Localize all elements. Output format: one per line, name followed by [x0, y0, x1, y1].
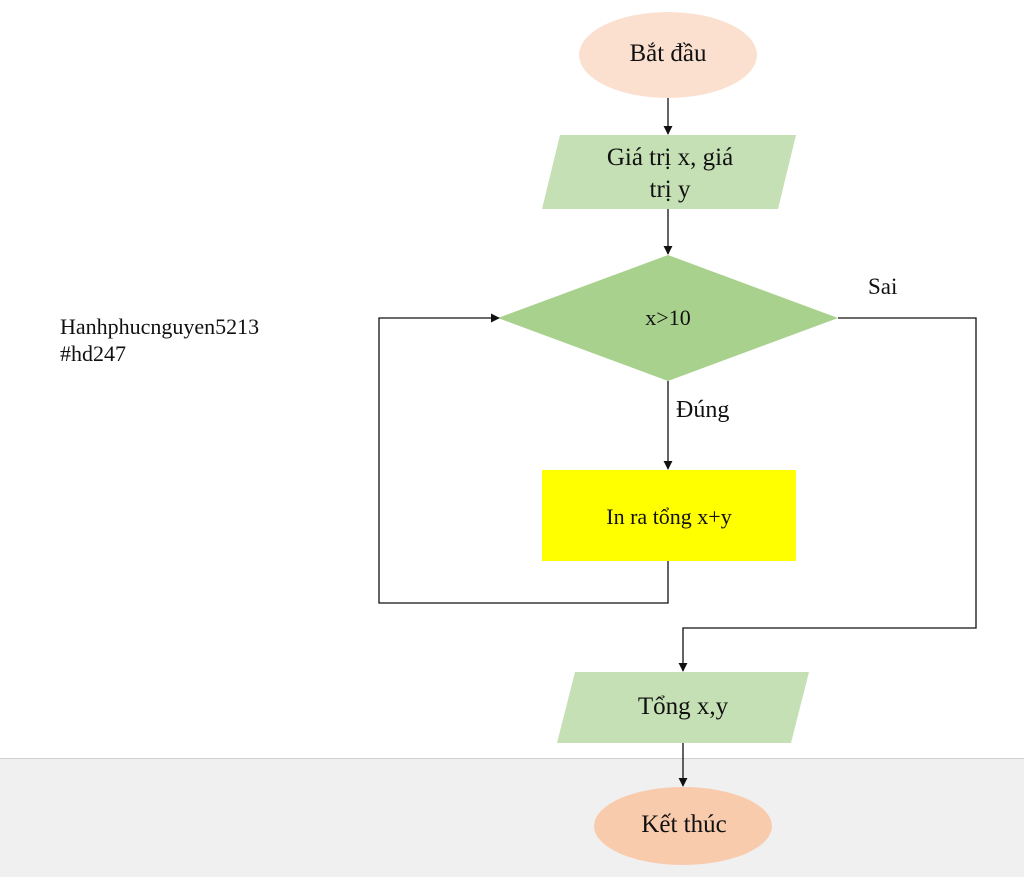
input-node-label-line1: Giá trị x, giá: [606, 144, 734, 171]
output-node-label: Tổng x,y: [637, 693, 729, 720]
end-node-shape: [594, 787, 772, 865]
edge-false-label: Sai: [868, 274, 898, 299]
end-node-label: Kết thúc: [641, 811, 727, 838]
decision-node-label: x>10: [645, 305, 691, 330]
start-node-label: Bắt đầu: [629, 40, 707, 67]
input-node-label-line2: trị y: [649, 176, 691, 203]
edge-process-loop-to-decision: [378, 313, 669, 604]
author-watermark-line2: #hd247: [60, 341, 126, 366]
process-node-shape: [542, 470, 796, 561]
output-node-shape: [557, 672, 809, 743]
process-node-label: In ra tổng x+y: [606, 504, 732, 529]
input-node-shape: [542, 135, 796, 209]
author-watermark-line1: Hanhphucnguyen5213: [60, 314, 260, 339]
start-node-shape: [579, 12, 757, 98]
edge-true-label: Đúng: [676, 397, 730, 423]
bottom-band: [0, 758, 1024, 877]
edge-decision-false-to-output: [678, 317, 977, 672]
decision-node-shape: [498, 255, 838, 381]
author-watermark: Hanhphucnguyen5213 #hd247: [60, 313, 259, 367]
input-node-label: Giá trị x, giá trị y: [560, 142, 780, 206]
